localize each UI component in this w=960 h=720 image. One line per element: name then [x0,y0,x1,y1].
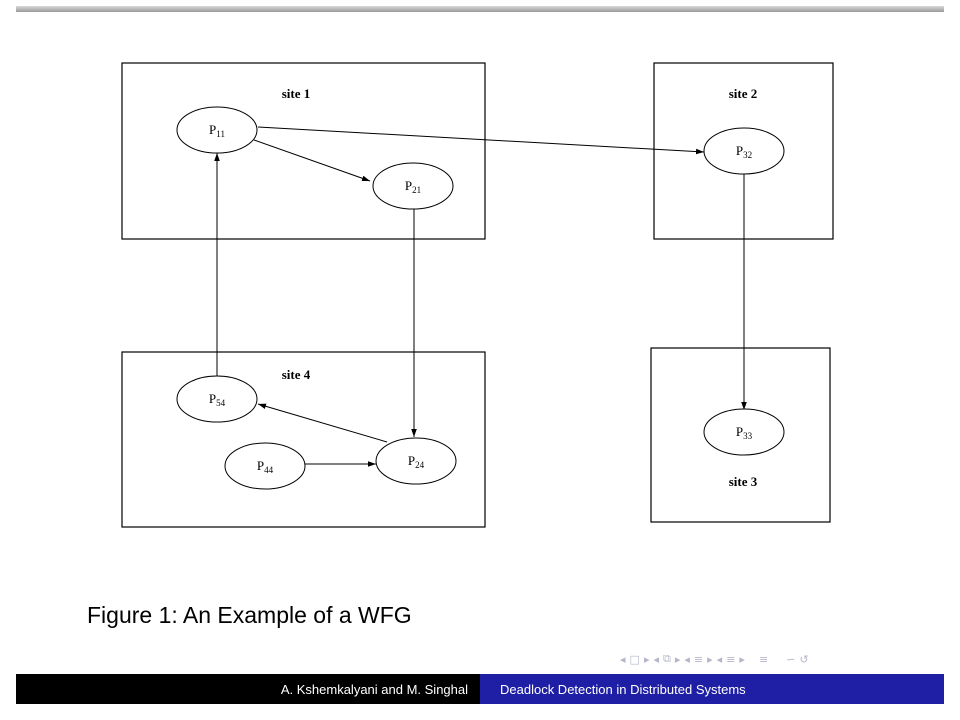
site-4-box [121,351,486,528]
nav-section-prev-icon[interactable]: ◂ [684,652,690,666]
node-p33: P33 [703,408,785,456]
nav-first-icon[interactable]: ◂ [620,652,626,666]
footer-bar: A. Kshemkalyani and M. Singhal Deadlock … [16,674,944,704]
svg-text:P32: P32 [736,143,752,160]
nav-subsection-icon[interactable]: ⧉ [663,652,671,665]
site-3-label: site 3 [729,474,758,489]
site-3-box [650,347,831,523]
beamer-navigation: ◂ □ ▸ ◂ ⧉ ▸ ◂ ≡ ▸ ◂ ≡ ▸ ≡ ∽ ↺ [620,650,809,668]
nav-doc-prev-icon[interactable]: ◂ [716,652,723,666]
top-rule [16,6,944,12]
svg-text:P33: P33 [736,424,753,441]
nav-search-icon[interactable]: ∽ [786,652,796,666]
node-p32: P32 [703,127,785,175]
nav-section-icon[interactable]: ≡ [693,652,704,666]
figure-caption: Figure 1: An Example of a WFG [87,602,412,628]
edge-p11-p32 [257,126,705,155]
svg-text:P11: P11 [209,122,225,139]
nav-doc-next-icon[interactable]: ▸ [739,652,745,666]
nav-subsection-prev-icon[interactable]: ◂ [653,652,659,666]
site-1-box [121,62,486,240]
svg-text:P24: P24 [408,453,425,470]
footer-authors: A. Kshemkalyani and M. Singhal [16,674,480,704]
nav-align-icon[interactable]: ≡ [758,652,769,666]
site-2-label: site 2 [729,86,758,101]
nav-back-forward-icon[interactable]: ↺ [799,652,809,666]
node-p54: P54 [176,375,258,423]
wfg-diagram: site 1 site 2 site 4 site 3 P11 P21 P32 … [121,62,834,528]
svg-text:P54: P54 [209,391,226,408]
nav-subsection-next-icon[interactable]: ▸ [674,652,681,666]
svg-text:P44: P44 [257,458,274,475]
nav-frame-icon[interactable]: □ [629,652,640,666]
nav-frame-next-icon[interactable]: ▸ [643,652,650,666]
node-p11: P11 [176,106,258,154]
nav-doc-icon[interactable]: ≡ [726,652,736,666]
svg-text:P21: P21 [405,178,421,195]
site-4-label: site 4 [282,367,311,382]
edge-p24-p54 [257,403,388,443]
site-1-label: site 1 [282,86,311,101]
node-p44: P44 [224,442,306,490]
nav-section-next-icon[interactable]: ▸ [707,652,713,666]
footer-title: Deadlock Detection in Distributed System… [480,674,944,704]
edge-p11-p21 [253,139,371,182]
node-p24: P24 [375,437,457,485]
node-p21: P21 [372,162,454,210]
